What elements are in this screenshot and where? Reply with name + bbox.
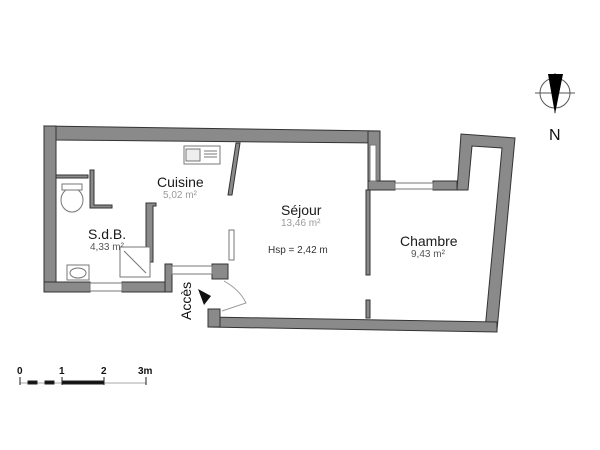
windows — [89, 144, 434, 292]
room-area-chambre: 9,43 m² — [411, 249, 445, 260]
compass-icon — [535, 73, 575, 114]
room-name-chambre: Chambre — [400, 233, 458, 249]
walls — [42, 125, 516, 333]
north-label: N — [549, 127, 561, 144]
scale-tick-3m: 3m — [138, 366, 153, 377]
room-name-cuisine: Cuisine — [157, 174, 204, 190]
fixtures — [60, 145, 221, 281]
scale-tick-1: 1 — [59, 366, 65, 377]
room-area-sejour: 13,46 m² — [281, 218, 321, 229]
entrance-label: Accès — [178, 281, 194, 320]
ceiling-height: Hsp = 2,42 m — [268, 245, 328, 256]
scale-tick-0: 0 — [17, 366, 23, 377]
room-area-sdb: 4,33 m² — [90, 242, 124, 253]
scale-bar — [19, 377, 147, 385]
room-name-sdb: S.d.B. — [88, 226, 127, 242]
toilet-icon — [60, 187, 84, 213]
room-area-cuisine: 5,02 m² — [163, 190, 197, 201]
entrance-arrow-icon — [198, 289, 211, 305]
partitions — [55, 142, 371, 319]
door-swing — [221, 280, 247, 312]
room-name-sejour: Séjour — [281, 202, 322, 218]
scale-tick-2: 2 — [101, 366, 107, 377]
